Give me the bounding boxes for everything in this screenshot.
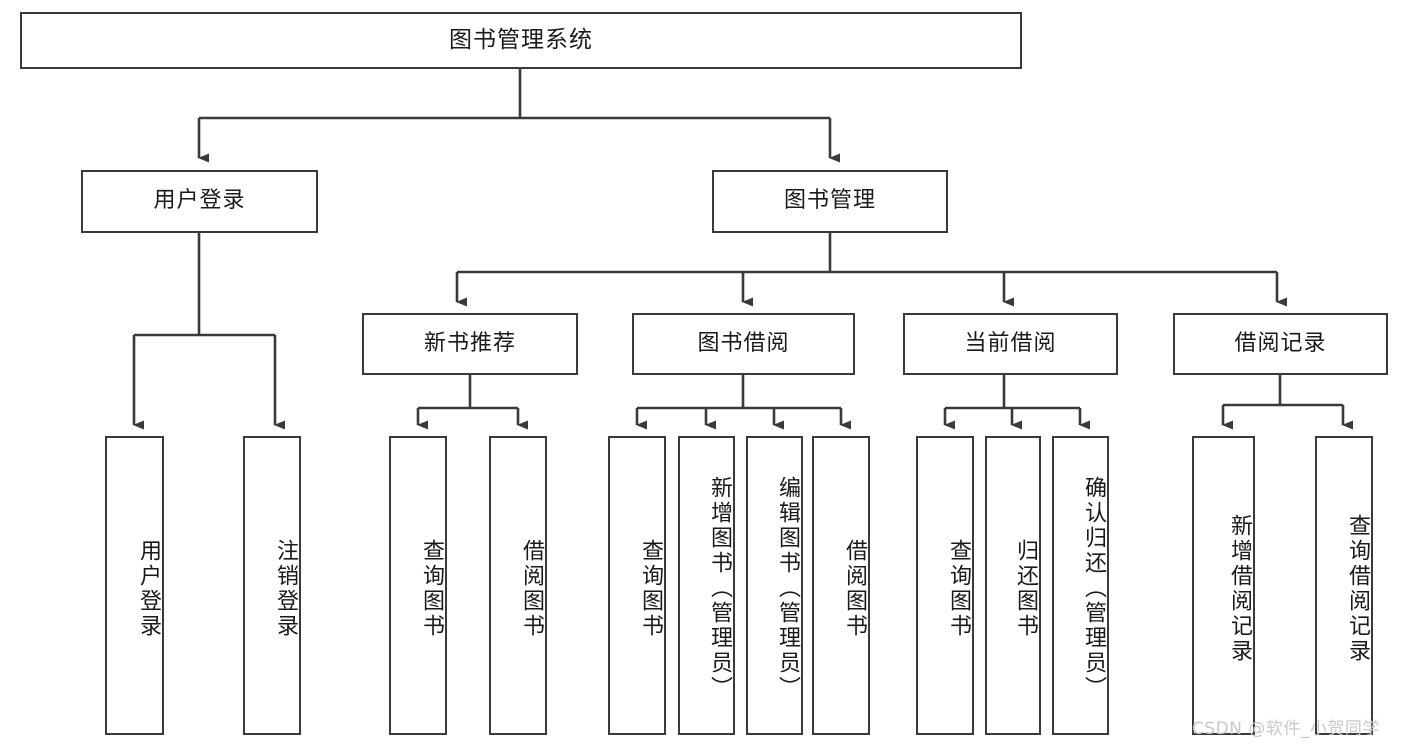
node-user-login[interactable]: 用户登录 [81,170,318,233]
node-book-management[interactable]: 图书管理 [712,170,948,233]
leaf-add-book-admin[interactable]: 新增图书（管理员） [678,436,735,735]
leaf-logout-login[interactable]: 注销登录 [243,436,301,735]
node-book-borrow[interactable]: 图书借阅 [632,313,855,375]
leaf-query-book-current[interactable]: 查询图书 [916,436,974,735]
leaf-borrow-book[interactable]: 借阅图书 [812,436,870,735]
csdn-watermark: CSDN @软件_小贺同学 [1192,719,1380,739]
leaf-query-book[interactable]: 查询图书 [608,436,666,735]
node-new-book-recommend[interactable]: 新书推荐 [362,313,578,375]
node-current-borrow[interactable]: 当前借阅 [903,313,1118,375]
leaf-query-book-recommend[interactable]: 查询图书 [389,436,447,735]
leaf-query-borrow-record[interactable]: 查询借阅记录 [1315,436,1373,735]
leaf-confirm-return-admin[interactable]: 确认归还（管理员） [1052,436,1109,735]
node-borrow-record[interactable]: 借阅记录 [1173,313,1388,375]
leaf-return-book[interactable]: 归还图书 [985,436,1041,735]
leaf-edit-book-admin[interactable]: 编辑图书（管理员） [746,436,803,735]
leaf-user-login[interactable]: 用户登录 [105,436,164,735]
leaf-add-borrow-record[interactable]: 新增借阅记录 [1192,436,1255,735]
node-root-system[interactable]: 图书管理系统 [20,12,1022,69]
leaf-borrow-book-recommend[interactable]: 借阅图书 [489,436,547,735]
